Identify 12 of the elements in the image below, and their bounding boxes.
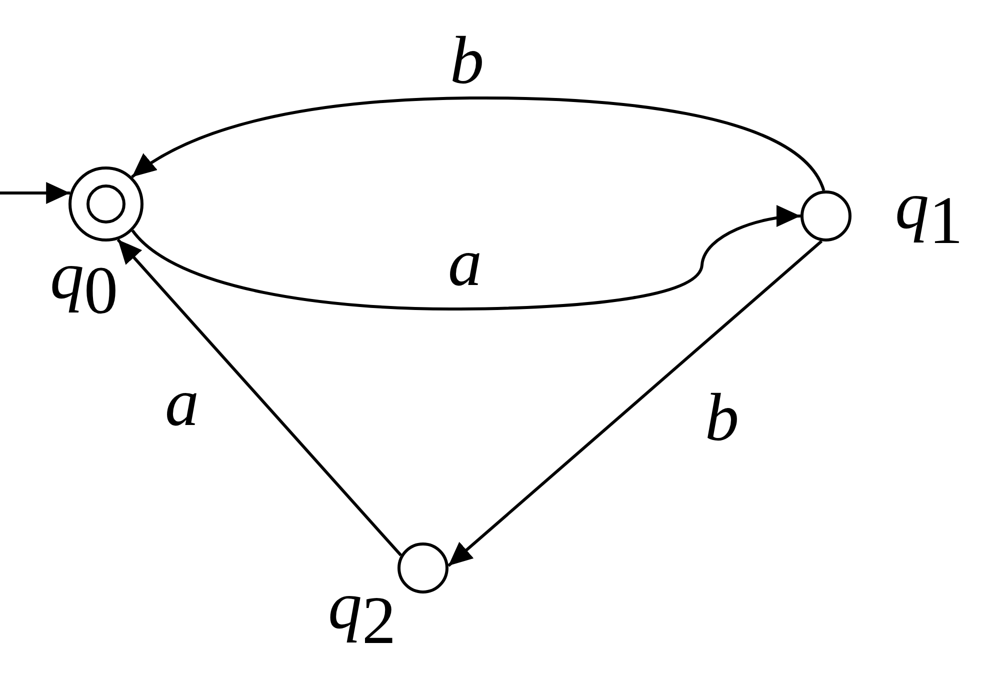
transition-label: a xyxy=(448,228,482,296)
state-circle xyxy=(397,542,449,594)
start-arrow xyxy=(0,182,70,204)
transition-label: b xyxy=(450,26,484,94)
transition-arrow xyxy=(131,96,826,192)
transition-arrow xyxy=(447,240,823,567)
accepting-state-circle xyxy=(68,166,144,242)
transition-arrow xyxy=(131,206,801,310)
transition-arrow xyxy=(116,238,402,556)
state-circle xyxy=(800,190,852,242)
transition-label: b xyxy=(705,383,739,451)
transition-label: a xyxy=(165,368,199,436)
